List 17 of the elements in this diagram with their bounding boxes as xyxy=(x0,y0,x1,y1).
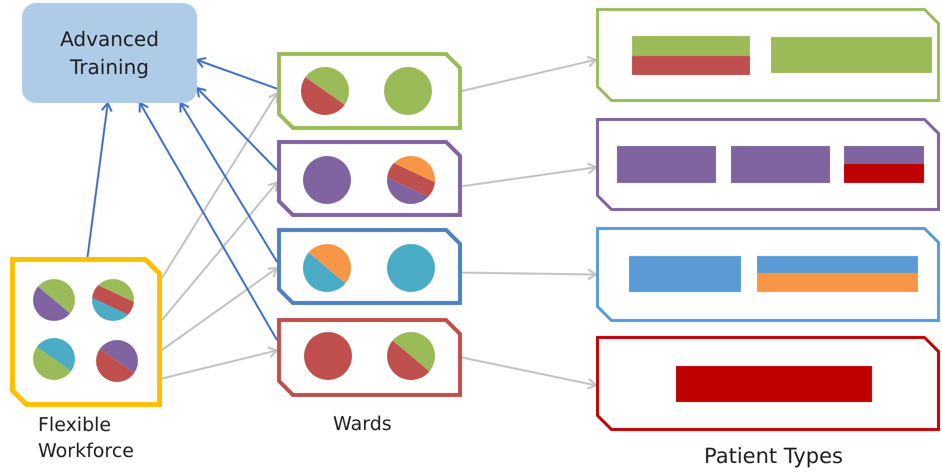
arrow xyxy=(462,162,597,188)
process-box: Advanced Training xyxy=(22,3,197,103)
arrow xyxy=(196,57,278,90)
group-label: Patient Types xyxy=(704,443,843,470)
arrow xyxy=(462,356,597,390)
arrow xyxy=(86,102,113,258)
arrow xyxy=(138,102,278,341)
arrow xyxy=(161,92,278,279)
group-label: Wards xyxy=(333,412,392,437)
arrow xyxy=(196,87,278,171)
arrow xyxy=(162,346,278,380)
arrow xyxy=(161,267,278,351)
arrow xyxy=(462,268,597,280)
arrow xyxy=(462,56,597,92)
node-label: Flexible Workforce xyxy=(38,413,135,464)
arrow xyxy=(161,181,278,321)
arrow xyxy=(179,102,278,262)
